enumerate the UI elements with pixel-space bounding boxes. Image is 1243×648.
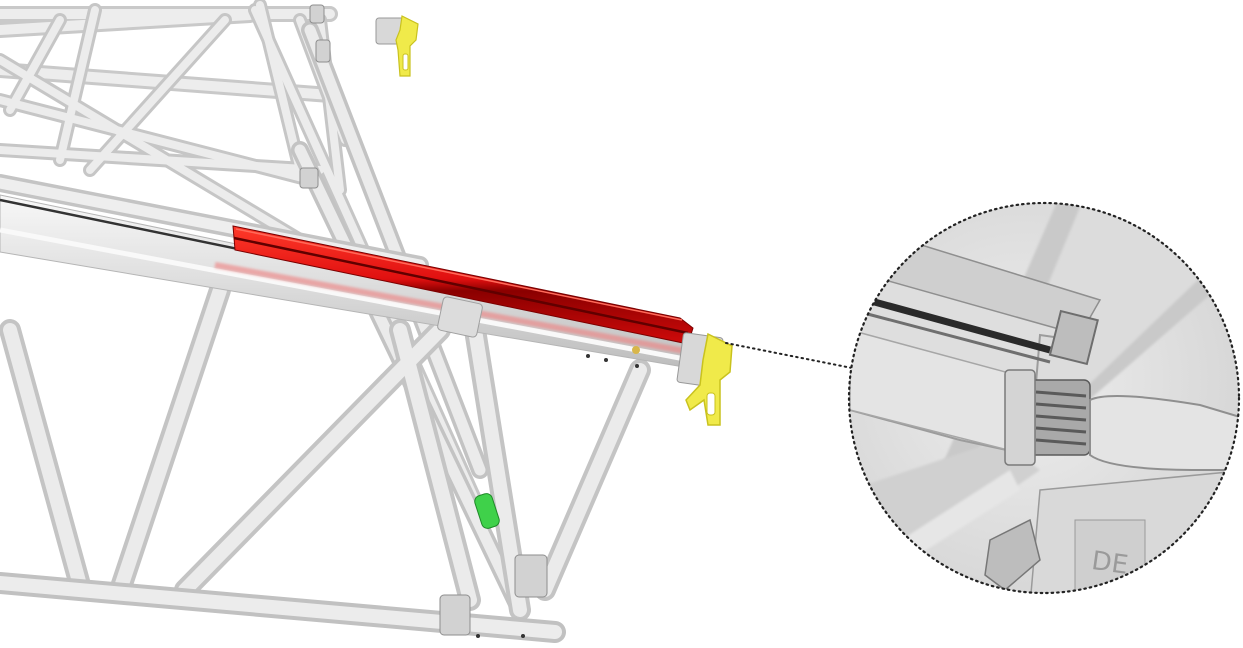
zoom-circle-border xyxy=(847,201,1241,595)
end-block-near xyxy=(676,332,733,426)
zoom-callout: DE xyxy=(847,201,1241,595)
callout-leader-line xyxy=(725,342,853,369)
end-block-far xyxy=(375,15,419,77)
middle-bracket xyxy=(437,296,483,338)
chord-holes xyxy=(476,346,640,638)
fitting-embossed-text: DE xyxy=(1090,546,1130,581)
green-connector xyxy=(474,493,500,529)
truss-joints xyxy=(299,4,548,636)
threaded-bolt xyxy=(1004,369,1091,466)
